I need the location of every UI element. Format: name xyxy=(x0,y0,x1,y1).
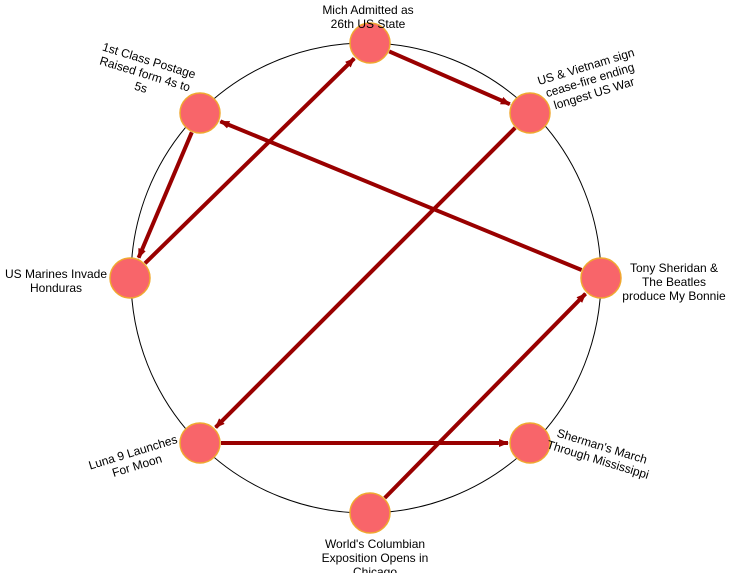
node-label-line: Chicago xyxy=(353,565,397,573)
edge-honduras-to-mich xyxy=(143,56,356,265)
nodes-layer xyxy=(109,22,622,534)
node-label-line: Honduras xyxy=(30,281,82,295)
edge-vietnam-to-luna xyxy=(214,126,517,429)
node-label-vietnam: US & Vietnam signcease-fire endinglonges… xyxy=(536,45,644,115)
node-label-line: produce My Bonnie xyxy=(622,289,726,303)
node-columbian[interactable] xyxy=(349,492,391,534)
node-sherman[interactable] xyxy=(509,422,551,464)
node-label-line: Tony Sheridan & xyxy=(630,261,718,275)
node-postage[interactable] xyxy=(179,92,221,134)
node-label-line: The Beatles xyxy=(642,275,706,289)
edge-beatles-to-postage xyxy=(219,119,583,272)
node-honduras[interactable] xyxy=(109,257,151,299)
node-mich[interactable] xyxy=(349,22,391,64)
edge-postage-to-honduras xyxy=(136,131,194,259)
node-beatles[interactable] xyxy=(580,257,622,299)
node-label-line: Exposition Opens in xyxy=(322,551,429,565)
edge-columbian-to-beatles xyxy=(383,292,588,500)
edge-mich-to-vietnam xyxy=(388,49,511,107)
node-label-line: World's Columbian xyxy=(325,537,425,551)
edges-layer xyxy=(136,49,588,500)
node-label-line: US Marines Invade xyxy=(5,267,107,281)
node-luna[interactable] xyxy=(179,422,221,464)
node-label-line: 5s xyxy=(133,79,149,96)
node-label-postage: 1st Class PostageRaised form 4s to5s xyxy=(93,40,198,109)
node-label-line: 26th US State xyxy=(331,17,406,31)
node-label-line: Mich Admitted as xyxy=(322,3,413,17)
node-label-sherman: Sherman's MarchThrough Mississippi xyxy=(545,424,655,482)
node-label-luna: Luna 9 LaunchesFor Moon xyxy=(87,432,183,486)
node-vietnam[interactable] xyxy=(509,92,551,134)
